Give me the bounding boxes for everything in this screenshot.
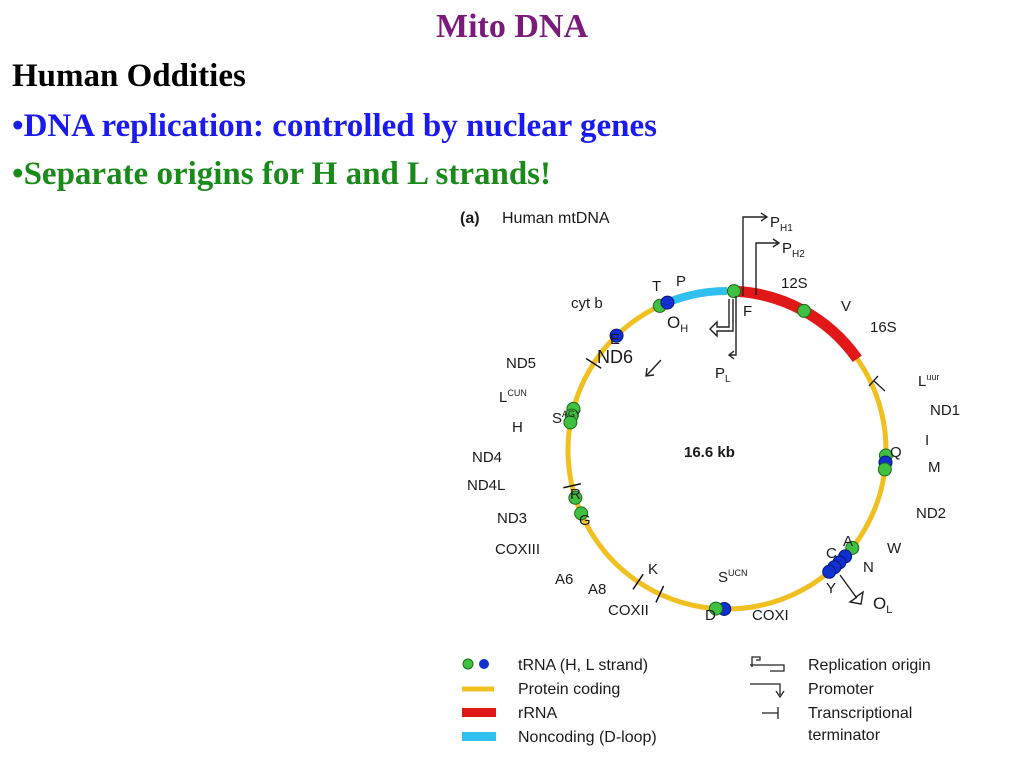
mtdna-ring [563,284,893,616]
panel-label: (a) [460,210,480,227]
label-q: Q [890,444,902,461]
legend-trna-l-dot [479,659,489,669]
promoter-arrows [645,212,886,605]
legend-protein: Protein coding [518,681,620,698]
label-a: A [843,533,853,550]
label-m: M [928,459,941,476]
bullet-origins: •Separate origins for H and L strands! [12,156,551,193]
gene-boundary-nd5-nd6 [585,357,602,369]
legend-terminator-icon [762,707,779,719]
legend-terminator: Transcriptional [808,705,912,722]
label-r: R [570,486,581,503]
trna-g [574,506,589,521]
label-nd1: ND1 [930,402,960,419]
origin-ol-icon [839,574,864,605]
label-h: H [512,419,523,436]
label-lcun: LCUN [499,388,527,406]
promoter-pl-icon [730,296,737,356]
trna-f [726,284,741,299]
legend-terminator-2: terminator [808,727,881,744]
bullet-text: Separate origins for H and L strands! [23,156,551,192]
trna-m [877,462,892,477]
legend-origin: Replication origin [808,657,931,674]
gene-boundary-a6-coxiii [632,573,644,590]
bullet-marker: • [12,108,24,144]
legend-trna: tRNA (H, L strand) [518,657,648,674]
origin-oh-icon [709,299,734,338]
trna-d [708,601,723,616]
label-g: G [579,512,591,529]
legend-rrna-swatch [462,708,496,717]
genome-size-label: 16.6 kb [684,444,735,461]
promoter-ph1-icon [742,216,766,296]
legend-noncoding-swatch [462,732,496,741]
label-p: P [676,273,686,290]
legend-trna-h-dot [462,658,474,670]
trna-e [609,328,624,343]
label-coxi: COXI [752,607,789,624]
label-nd4l: ND4L [467,477,505,494]
nd6-direction-icon [646,359,662,376]
trna-lcun [563,415,578,430]
trna-r [568,490,583,505]
label-coxii: COXII [608,602,649,619]
label-ol: OL [873,594,892,616]
label-k: K [648,561,658,578]
label-16s: 16S [870,319,897,336]
label-nd5: ND5 [506,355,536,372]
label-sucn: SUCN [718,568,748,586]
slide-subtitle: Human Oddities [12,58,246,94]
slide-title: Mito DNA [435,8,589,45]
legend: tRNA (H, L strand) Protein coding rRNA N… [462,656,931,746]
label-pl: PL [715,365,731,385]
legend-rrna: rRNA [518,705,557,722]
gene-boundary-a8-a6 [655,585,665,603]
label-e: E [610,331,620,348]
trna-p [660,295,675,310]
label-c: C [826,545,837,562]
label-v: V [841,298,851,315]
label-nd6: ND6 [597,347,633,367]
label-n: N [863,559,874,576]
label-nd4: ND4 [472,449,502,466]
legend-promoter-icon [750,683,781,695]
label-cytb: cyt b [571,295,603,312]
bullet-marker: • [12,156,24,192]
label-d: D [705,607,716,624]
label-luur: Luur [918,372,939,390]
label-y: Y [826,580,836,597]
label-sagy: SAGY [552,409,581,427]
promoter-ph2-icon [755,242,778,295]
trna-y [822,564,837,579]
label-coxiii: COXIII [495,541,540,558]
ring-rrna [732,285,862,362]
label-nd3: ND3 [497,510,527,527]
label-nd2: ND2 [916,505,946,522]
label-ph2: PH2 [782,240,805,260]
label-t: T [652,278,661,295]
label-oh: OH [667,313,688,335]
label-a6: A6 [555,571,573,588]
panel-title: Human mtDNA [502,210,610,227]
terminator-icon [868,375,886,392]
label-ph1: PH1 [770,214,793,234]
legend-noncoding: Noncoding (D-loop) [518,729,657,746]
label-f: F [743,303,752,320]
trna-v [797,303,812,318]
legend-origin-icon [750,656,785,672]
mtdna-diagram: (a) Human mtDNA PH1 PH2 PL OH ND6 12S V … [460,210,960,746]
label-12s: 12S [781,275,808,292]
label-a8: A8 [588,581,606,598]
bullet-replication: •DNA replication: controlled by nuclear … [12,108,657,145]
bullet-text: DNA replication: controlled by nuclear g… [23,108,657,144]
legend-promoter: Promoter [808,681,874,698]
label-i: I [925,432,929,449]
gene-boundary-nd4-nd4l [563,483,582,489]
label-w: W [887,540,902,557]
